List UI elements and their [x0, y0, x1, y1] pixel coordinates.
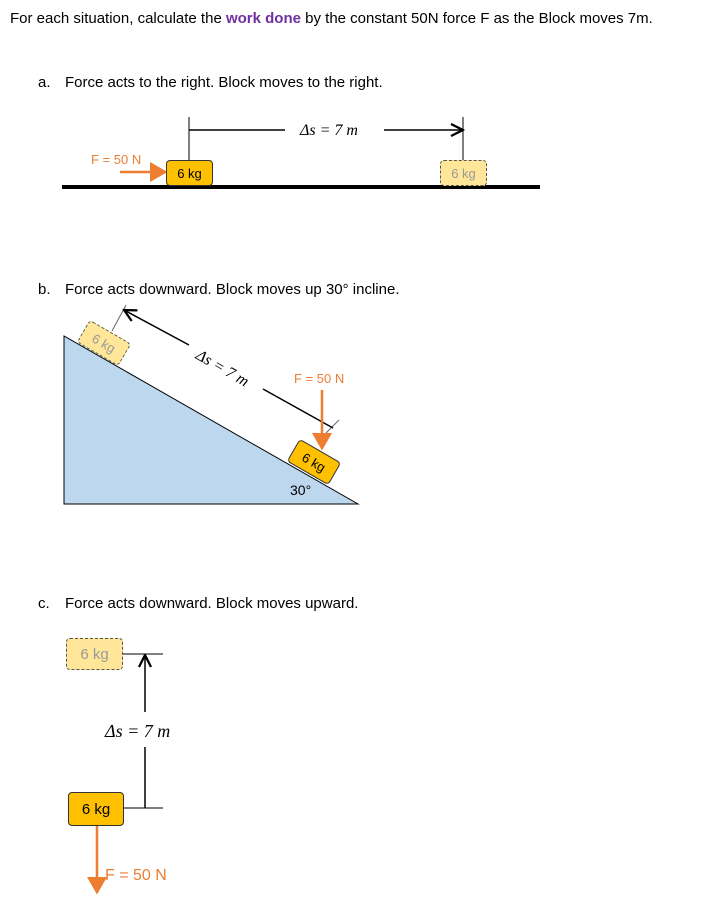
part-b-text: Force acts downward. Block moves up 30° … [65, 281, 400, 298]
part-c-letter: c. [38, 595, 50, 612]
displacement-label-c: Δs = 7 m [105, 721, 171, 741]
instructions: For each situation, calculate the work d… [10, 10, 653, 27]
part-a-text: Force acts to the right. Block moves to … [65, 74, 383, 91]
part-a-letter: a. [38, 74, 51, 91]
part-b-letter: b. [38, 281, 51, 298]
displacement-arrow-b [124, 310, 190, 346]
block-a: 6 kg [166, 160, 213, 186]
force-label-c: F = 50 N [105, 867, 167, 884]
ghost-block-a: 6 kg [440, 160, 487, 186]
part-c-text: Force acts downward. Block moves upward. [65, 595, 359, 612]
force-label-b: F = 50 N [294, 371, 345, 386]
angle-label: 30° [290, 482, 312, 498]
ghost-block-c: 6 kg [66, 638, 123, 670]
incline [63, 335, 360, 505]
displacement-label-a: Δs = 7 m [300, 122, 358, 139]
force-label-a: F = 50 N [91, 152, 142, 167]
highlight-work-done: work done [225, 10, 301, 27]
block-c: 6 kg [68, 792, 124, 826]
